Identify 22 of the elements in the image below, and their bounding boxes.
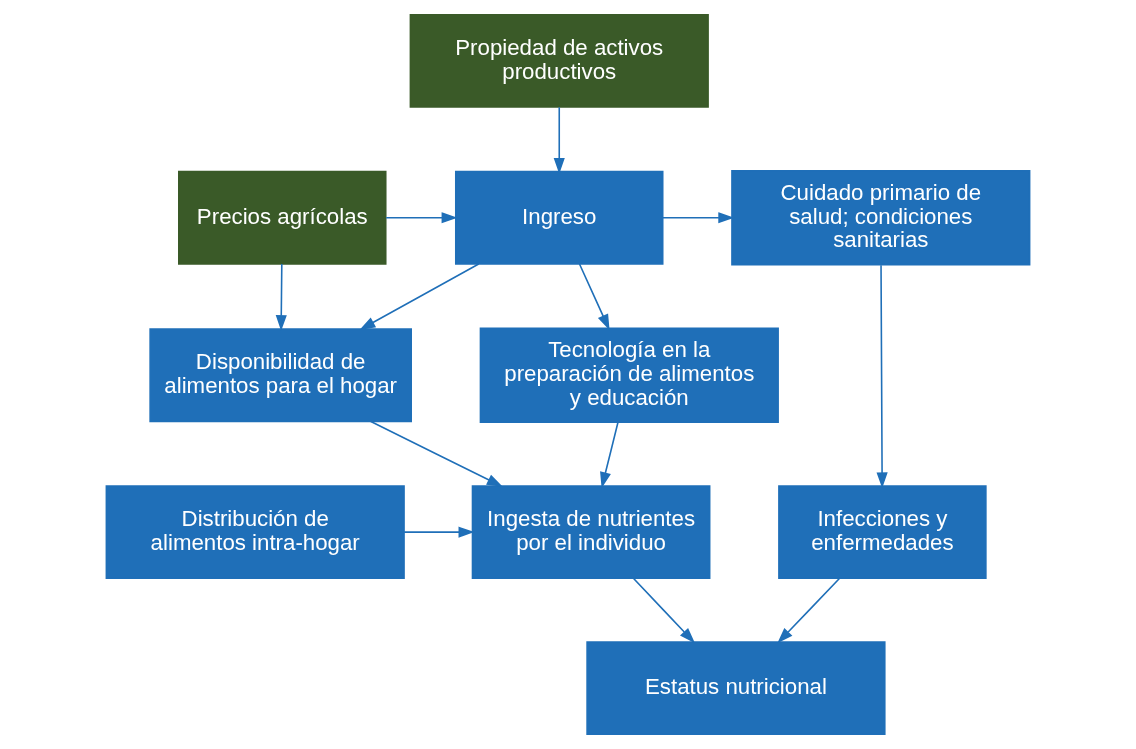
arrow (600, 421, 619, 489)
node-box: Infecciones y enfermedades (778, 485, 987, 580)
arrow (662, 212, 735, 224)
arrow (403, 526, 475, 538)
node-box: Propiedad de activos productivos (409, 13, 709, 108)
arrow (632, 577, 695, 644)
arrow (370, 420, 503, 487)
node-box: Estatus nutricional (586, 641, 886, 736)
arrow (578, 263, 610, 331)
node-box: Cuidado primario de salud; condiciones sanitarias (731, 169, 1031, 266)
arrow (275, 263, 287, 331)
arrow (876, 264, 888, 489)
node-box: Ingreso (455, 170, 664, 265)
node-box: Tecnología en la preparación de alimentos y educación (479, 327, 779, 424)
node-box: Disponibilidad de alimentos para el hogar (149, 328, 412, 423)
arrow (359, 263, 480, 331)
node-box: Ingesta de nutrientes por el individuo (471, 485, 711, 580)
node-box: Distribución de alimentos intra-hogar (105, 485, 405, 580)
arrow (553, 106, 565, 174)
arrow (385, 212, 458, 224)
node-box: Precios agrícolas (178, 170, 387, 265)
arrow (777, 577, 841, 644)
